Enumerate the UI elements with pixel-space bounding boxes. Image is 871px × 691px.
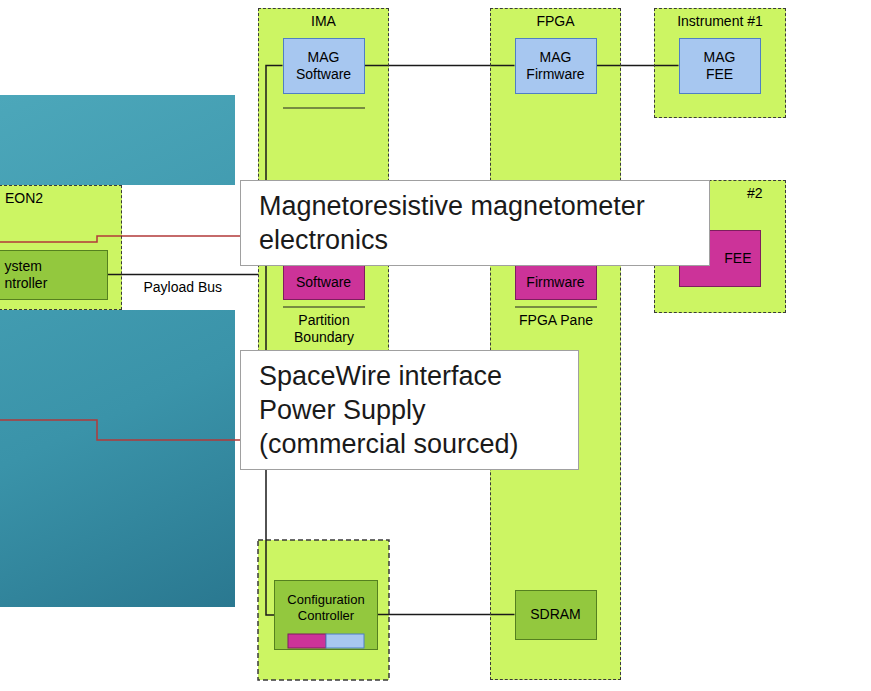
partition-box [258, 540, 389, 680]
column-heading: FPGA [491, 9, 620, 30]
column-fill [490, 8, 621, 680]
callout-box: SpaceWire interface Power Supply (commer… [240, 350, 579, 470]
bus-connector [378, 614, 515, 616]
box-label: Software [296, 274, 351, 291]
box-label: MAG FEE [689, 49, 751, 83]
partition-column: EON2 ystem ntroller [0, 185, 122, 310]
box-label: ystem ntroller [5, 258, 65, 292]
box-label: SDRAM [530, 606, 581, 623]
partition-label: FPGA Pane [515, 312, 597, 329]
partition-line [283, 306, 365, 307]
partition-column: Instrument #1 MAG FEE [654, 8, 786, 118]
bus-connector [365, 65, 515, 67]
bus-label: Payload Bus [141, 279, 224, 296]
software-box: MAG Firmware [515, 38, 597, 94]
callout-box: Magnetoresistive magnetometer electronic… [240, 180, 710, 266]
box-label: FEE [724, 250, 751, 267]
controller-box: ystem ntroller [0, 250, 108, 300]
column-heading: IMA [259, 9, 388, 30]
column-heading: Instrument #1 [655, 9, 785, 30]
column-fill [654, 8, 786, 118]
leader-line [0, 236, 240, 242]
column-fills [0, 8, 786, 680]
photo-panel [0, 310, 235, 607]
controller-box: SDRAM [515, 590, 597, 640]
partition-column: FPGA MAG FirmwareFirmwareSDRAM [490, 8, 621, 680]
bus-connector [108, 274, 259, 276]
bus-connector [597, 65, 679, 67]
partition-label: Partition Boundary [283, 312, 365, 346]
column-fill [0, 185, 122, 310]
callout-text: SpaceWire interface Power Supply (commer… [259, 359, 559, 461]
leader-line [0, 420, 240, 440]
software-box: MAG Software [283, 38, 365, 94]
callout-text: Magnetoresistive magnetometer electronic… [259, 189, 691, 257]
partition-line [515, 306, 597, 307]
partition-line [283, 107, 365, 108]
partition-swatch [288, 634, 326, 648]
box-label: MAG Software [288, 49, 360, 83]
partition-swatch [326, 634, 364, 648]
bus-connector [266, 66, 283, 616]
box-label: MAG Firmware [520, 49, 592, 83]
column-heading: EON2 [0, 186, 121, 207]
box-label: Configuration Controller [279, 592, 373, 623]
box-label: Firmware [526, 274, 584, 291]
software-box: MAG FEE [679, 38, 761, 94]
photo-panel [0, 95, 235, 185]
